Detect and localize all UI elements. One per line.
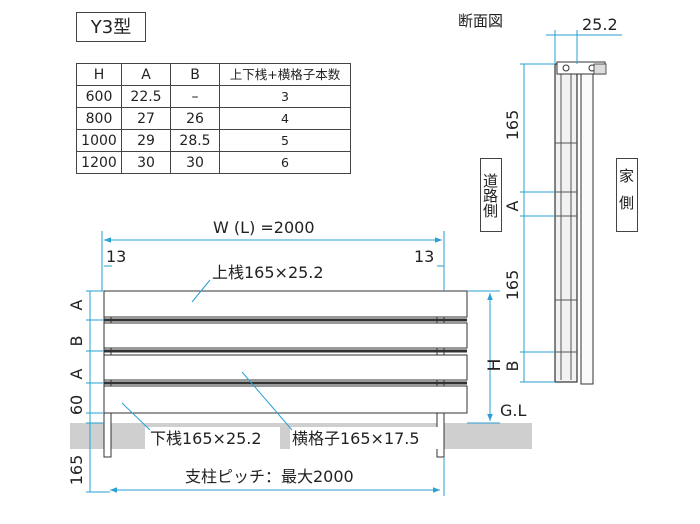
model-label: Y3型 [76, 12, 146, 42]
dim-b-label: B [67, 336, 86, 347]
leader-line [121, 402, 151, 431]
house-side-label: 家側 [616, 158, 638, 232]
section-width-label: 25.2 [582, 15, 618, 34]
road-side-label: 道路側 [480, 158, 502, 232]
table-row: 600 22.5 – 3 [76, 85, 351, 108]
spec-table: H A B 上下桟+横格子本数 600 22.5 – 3 800 27 26 4… [76, 63, 351, 174]
bottom-rail-label: 下桟165×25.2 [150, 429, 262, 448]
section-dim-165-label: 165 [503, 110, 522, 141]
cell-a: 29 [121, 129, 171, 152]
gl-label: G.L [500, 401, 526, 420]
post-pitch-dimension: 支柱ピッチ：最大2000 [110, 457, 445, 496]
dim-a-label: A [67, 368, 86, 379]
cell-b: 30 [170, 151, 220, 174]
top-rail-label: 上桟165×25.2 [212, 263, 324, 282]
dim-a-label: A [67, 299, 86, 310]
cell-a: 30 [121, 151, 171, 174]
label-background [290, 427, 440, 449]
leader-line [191, 279, 211, 303]
section-view: 25.2 165 A 165 B [503, 15, 622, 385]
h-label: H [485, 359, 505, 372]
dim-165-label: 165 [67, 455, 86, 486]
top-rail [103, 290, 468, 318]
bottom-rail [103, 385, 468, 414]
left-dimensions: A B A 60 165 [67, 290, 110, 493]
section-dim-b-label: B [503, 361, 522, 372]
post-pitch-label: 支柱ピッチ：最大2000 [185, 467, 354, 486]
dim-60-label: 60 [67, 395, 86, 415]
section-profile [554, 63, 578, 383]
width-dimension: W (L) =2000 13 13 [101, 218, 445, 291]
table-row: 1000 29 28.5 5 [76, 129, 351, 152]
right-offset-label: 13 [414, 247, 434, 266]
spec-table-header: H A B 上下桟+横格子本数 [76, 63, 351, 86]
fence-panel [103, 290, 468, 414]
section-title: 断面図 [458, 12, 504, 30]
section-dim-a-label: A [503, 200, 522, 211]
cell-h: 1200 [76, 151, 122, 174]
label-background [145, 427, 280, 449]
section-dim-165-label: 165 [503, 270, 522, 301]
cell-b: 28.5 [170, 129, 220, 152]
cell-b: 26 [170, 107, 220, 130]
lattice-label: 横格子165×17.5 [292, 429, 420, 448]
cell-count: 6 [219, 151, 351, 174]
lattice-bar [103, 354, 468, 381]
cell-h: 800 [76, 107, 122, 130]
width-label: W (L) =2000 [213, 218, 315, 237]
left-offset-label: 13 [106, 247, 126, 266]
leader-line [241, 371, 293, 431]
lattice-bar [103, 322, 468, 349]
section-post [580, 69, 594, 385]
table-row: 1200 30 30 6 [76, 151, 351, 174]
height-dimension: H [467, 290, 505, 424]
